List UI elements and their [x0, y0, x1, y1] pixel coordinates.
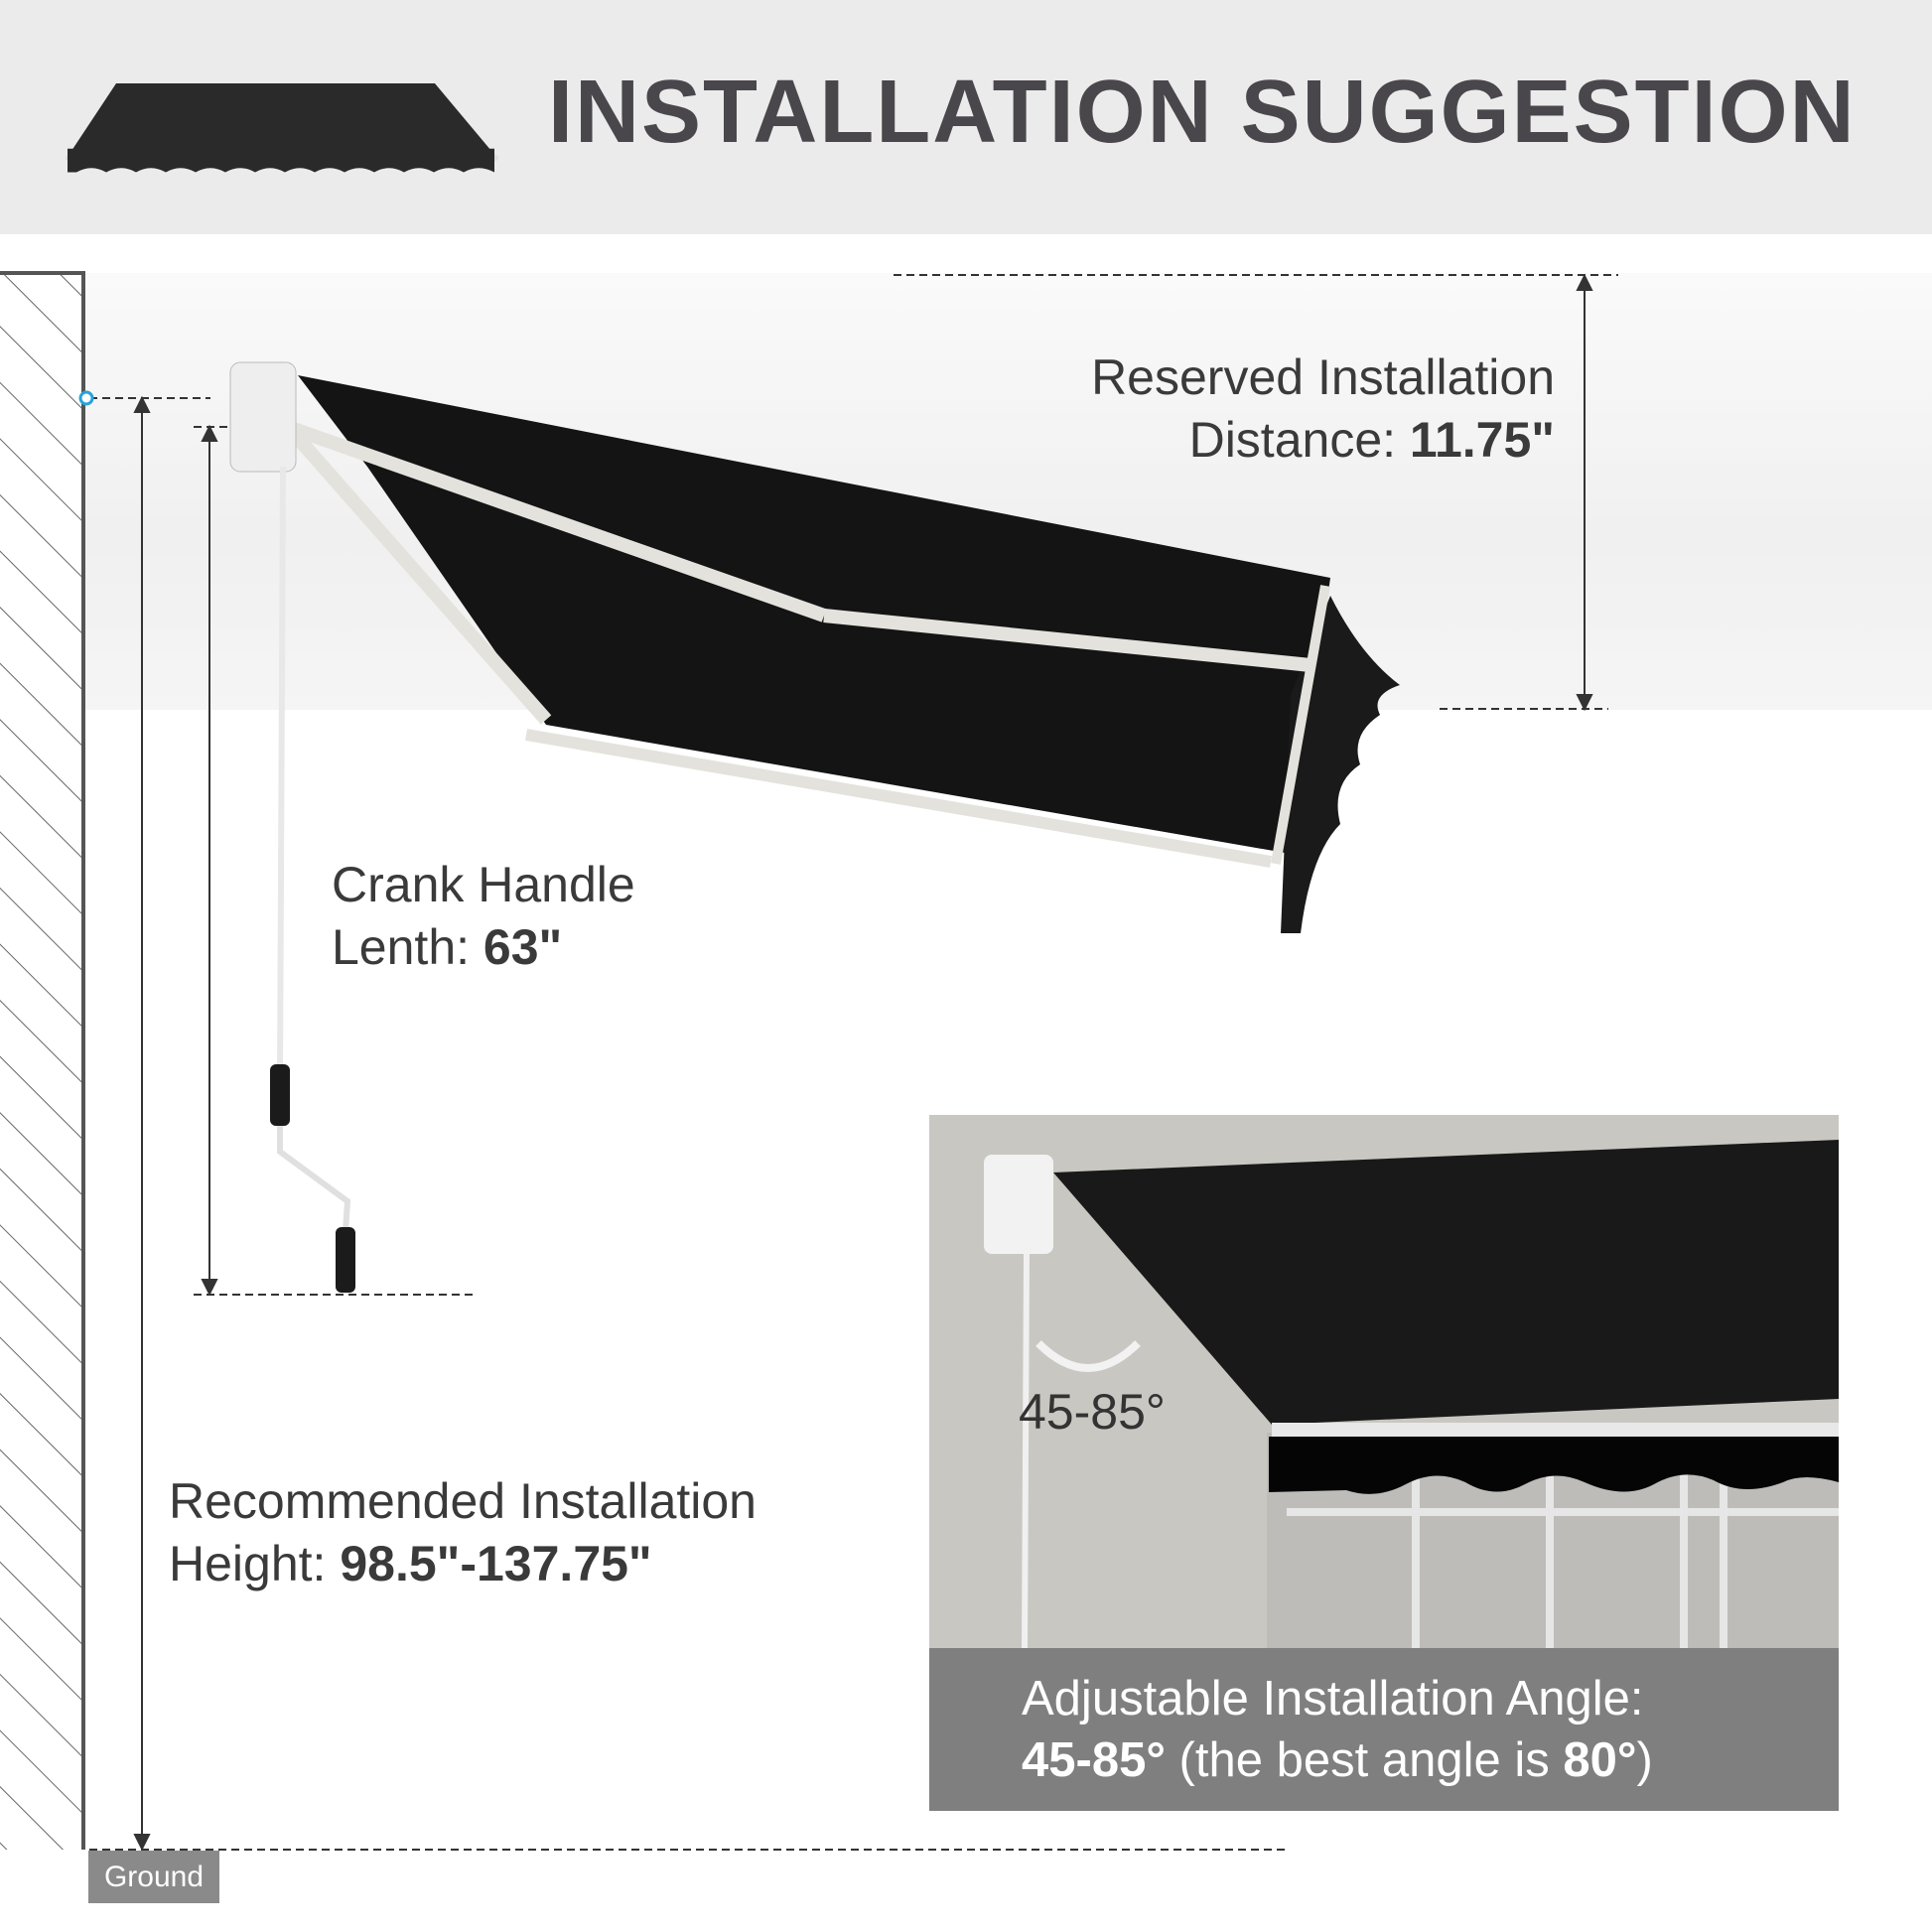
reserved-line1: Reserved Installation — [1091, 349, 1555, 405]
crank-prefix: Lenth: — [332, 919, 483, 975]
caption-best-angle: 80° — [1563, 1733, 1637, 1787]
angle-range-label: 45-85° — [1019, 1384, 1166, 1440]
height-line1: Recommended Installation — [169, 1473, 757, 1529]
crank-length-label: Crank Handle Lenth: 63" — [332, 854, 635, 979]
ground-label: Ground — [88, 1851, 219, 1903]
caption-mid: (the best angle is — [1165, 1733, 1564, 1787]
height-value: 98.5"-137.75" — [340, 1536, 652, 1591]
inset-caption: Adjustable Installation Angle: 45-85° (t… — [929, 1648, 1839, 1811]
reserved-prefix: Distance: — [1188, 412, 1410, 468]
awning-icon — [66, 83, 498, 173]
wall-hatch — [0, 271, 85, 1850]
page-title: INSTALLATION SUGGESTION — [548, 63, 1857, 162]
height-prefix: Height: — [169, 1536, 341, 1591]
reserved-line2: Distance: 11.75" — [1091, 409, 1555, 472]
caption-line2: 45-85° (the best angle is 80°) — [929, 1729, 1839, 1791]
inset-awning-illustration — [984, 1140, 1839, 1651]
crank-value: 63" — [483, 919, 563, 975]
reserved-value: 11.75" — [1409, 412, 1555, 468]
angle-inset-photo: 45-85° Adjustable Installation Angle: 45… — [929, 1115, 1839, 1811]
caption-line1: Adjustable Installation Angle: — [1022, 1672, 1644, 1725]
caption-end: ) — [1636, 1733, 1653, 1787]
installation-height-label: Recommended Installation Height: 98.5"-1… — [169, 1470, 757, 1595]
crank-grip-icon — [270, 1064, 290, 1126]
header-banner: INSTALLATION SUGGESTION — [0, 0, 1932, 234]
caption-range: 45-85° — [1022, 1733, 1166, 1787]
reserved-distance-label: Reserved Installation Distance: 11.75" — [1091, 346, 1555, 472]
height-line2: Height: 98.5"-137.75" — [169, 1533, 757, 1595]
crank-line2: Lenth: 63" — [332, 916, 635, 979]
crank-line1: Crank Handle — [332, 857, 635, 912]
